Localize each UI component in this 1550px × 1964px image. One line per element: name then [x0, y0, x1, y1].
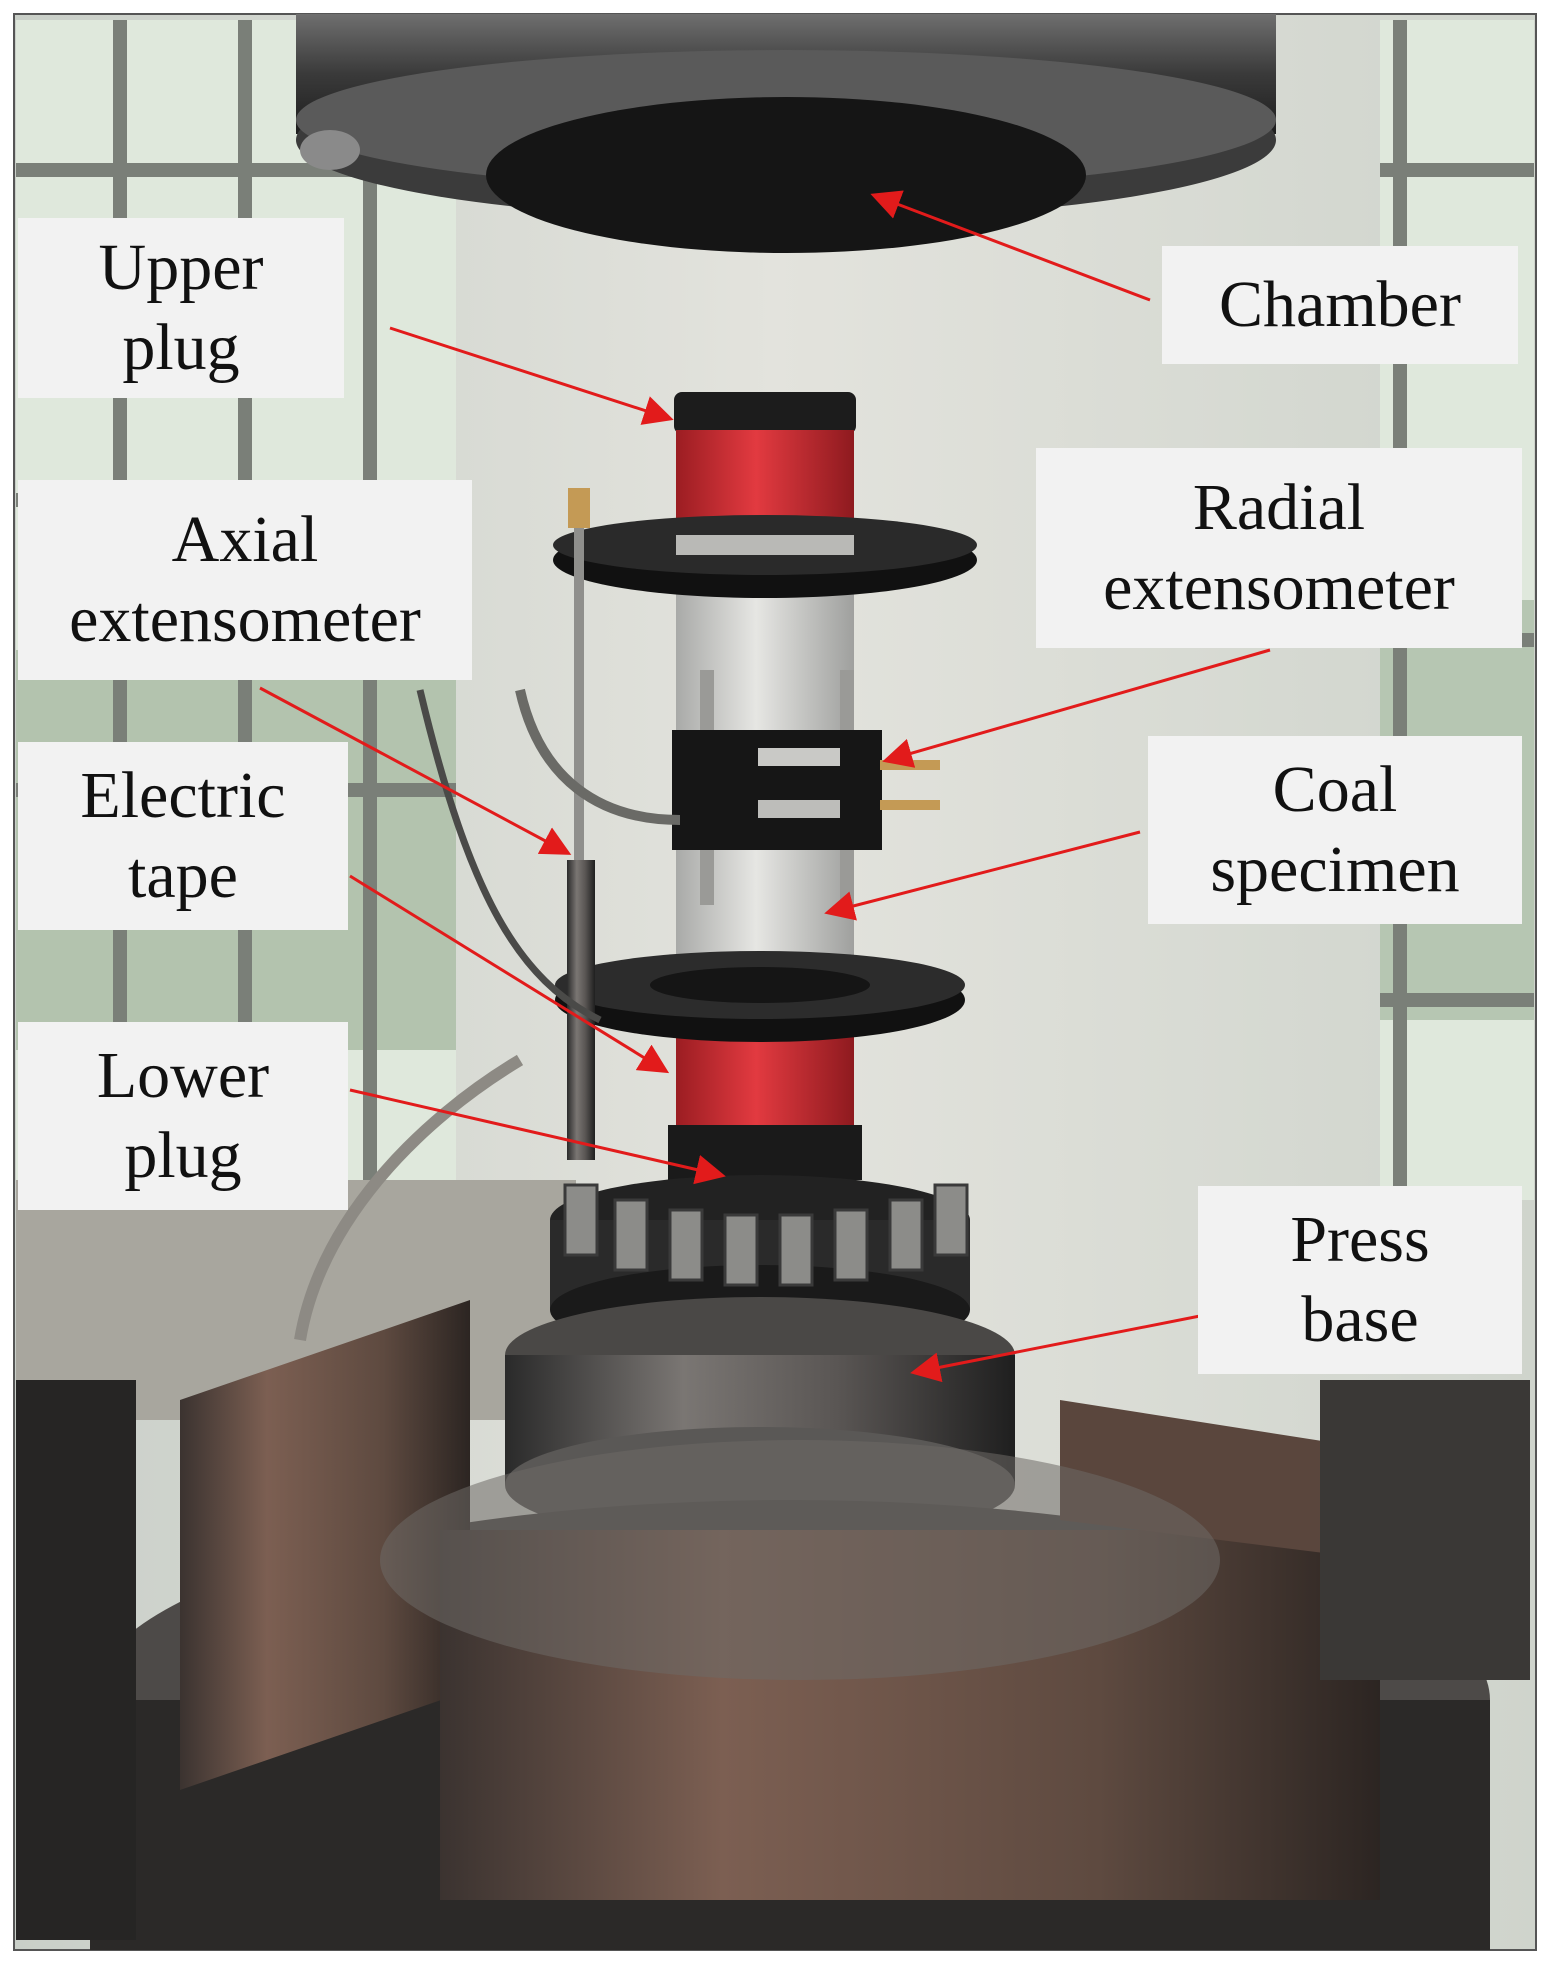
axial-extensometer-device — [294, 488, 681, 1341]
label-upper-plug: Upper plug — [18, 218, 344, 398]
arrow-lower-plug — [349, 1088, 726, 1185]
callout-arrows — [259, 190, 1271, 1383]
radial-extensometer-device — [672, 670, 940, 905]
chamber-ring — [296, 14, 1276, 253]
arrow-coal-specimen — [824, 830, 1141, 921]
label-coal-specimen: Coal specimen — [1148, 736, 1522, 924]
lower-press — [16, 1300, 1530, 1950]
arrow-press-base — [910, 1312, 1211, 1383]
arrow-electric-tape — [349, 874, 670, 1074]
arrow-upper-plug — [389, 326, 674, 425]
label-electric-tape: Electric tape — [18, 742, 348, 930]
upper-ring — [553, 515, 977, 598]
label-chamber: Chamber — [1162, 246, 1518, 364]
label-lower-plug: Lower plug — [18, 1022, 348, 1210]
arrow-radial-extensometer — [882, 648, 1271, 768]
arrow-chamber — [870, 190, 1151, 302]
lower-ring — [555, 951, 965, 1042]
arrow-axial-extensometer — [259, 686, 572, 855]
label-radial-extensometer: Radial extensometer — [1036, 448, 1522, 648]
label-axial-extensometer: Axial extensometer — [18, 480, 472, 680]
label-press-base: Press base — [1198, 1186, 1522, 1374]
